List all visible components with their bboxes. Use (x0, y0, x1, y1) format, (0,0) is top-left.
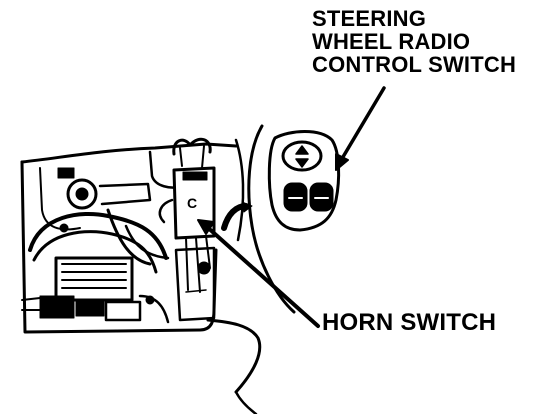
seek-button-outline (281, 140, 323, 172)
radio-control-switch-pod (267, 130, 341, 232)
label-line-1: STEERING (312, 6, 427, 31)
horn-assembly (20, 137, 253, 334)
seek-up-arrow-icon (295, 145, 309, 155)
label-line-2: WHEEL RADIO (312, 29, 471, 54)
horn-switch-leader (197, 219, 320, 328)
horn-switch-label: HORN SWITCH (322, 309, 497, 336)
radio-switch-leader (335, 86, 386, 171)
seek-down-arrow-icon (295, 158, 309, 168)
wheel-trim-outline (206, 124, 296, 416)
horn-contact-letter: C (187, 195, 197, 211)
label-line-3: CONTROL SWITCH (312, 52, 517, 77)
steering-wheel-radio-control-switch-label: STEERING WHEEL RADIO CONTROL SWITCH (312, 8, 516, 77)
